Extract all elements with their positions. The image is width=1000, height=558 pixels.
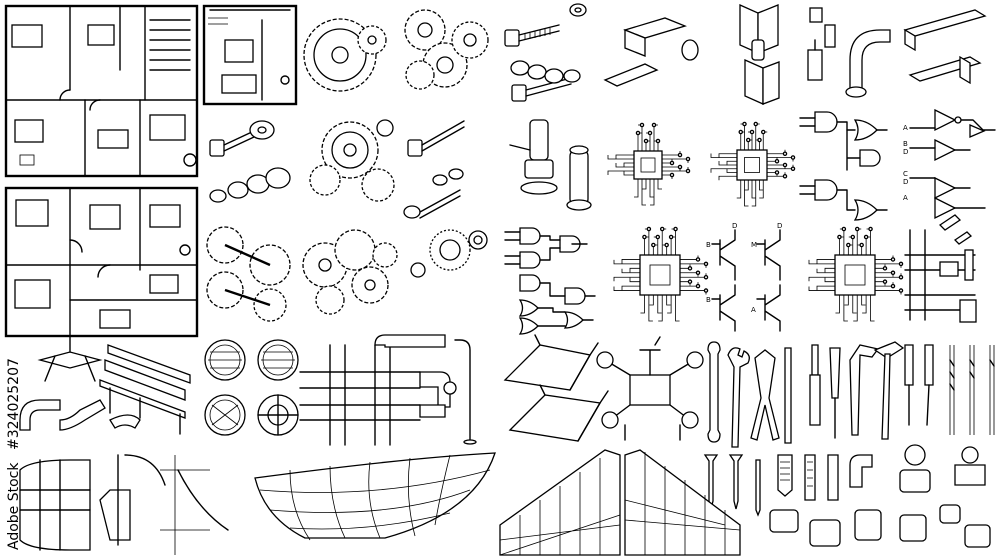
drill-bit-icon [949,345,995,435]
bicycle-frame-icon [503,334,609,442]
bolt-icon [403,120,465,219]
schematic-label: M [751,241,757,249]
pipe-fitting-icon [904,214,977,323]
boat-hull-icon [254,452,496,541]
schematic-label: D [732,222,737,230]
screw-icon [703,454,839,517]
screwdriver-icon [809,344,880,439]
pipe-fitting-icon [807,7,891,98]
gear-icon [309,119,395,202]
schematic-label: B [706,296,711,304]
valve-icon [769,444,991,548]
gear-icon [404,9,489,90]
microchip-icon [710,121,796,207]
watermark: Adobe Stock #324025207 [6,358,22,550]
manhole-icon [204,339,299,436]
schematic-label: C [903,170,908,178]
bolt-icon [504,3,587,102]
drone-icon [596,336,704,441]
schematic-label: A [903,124,908,132]
gear-icon [303,18,387,92]
schematic-label: B [903,140,908,148]
gear-icon [206,226,291,322]
schematic-label: B [706,241,711,249]
schematic-label: D [903,178,908,186]
schematic-label: D [777,222,782,230]
logic-gate-icon [799,111,888,221]
pipe-fitting-icon [19,336,141,431]
microchip-icon [808,226,904,322]
circuit-icon: B B M A D D [706,222,782,332]
hammer-icon [873,341,905,440]
schematic-label: A [903,194,908,202]
street-pipe-icon [299,334,477,446]
gear-icon [410,229,488,278]
floor-plan-icon [4,186,199,338]
hinge-icon [739,3,780,106]
microchip-icon [607,122,691,206]
hinge-icon [603,17,699,87]
screwdriver-icon [904,344,934,426]
logic-gate-icon [504,227,596,335]
floor-plan-icon [4,4,199,178]
valve-icon [509,119,592,211]
schematic-label: D [903,148,908,156]
wing-frame-icon [499,449,741,556]
boat-hull-icon [19,454,229,555]
schematic-label: A [751,306,756,314]
gear-icon [302,229,398,315]
wrench-icon [707,341,792,448]
bench-icon [99,344,191,435]
watermark-brand: Adobe Stock [6,462,22,550]
pipe-fitting-icon [903,9,987,85]
logic-gate-icon: A B D C D A [903,108,996,220]
microchip-icon [613,226,709,322]
bolt-icon [209,120,291,203]
floor-plan-icon [202,4,298,106]
watermark-id: #324025207 [6,358,22,450]
